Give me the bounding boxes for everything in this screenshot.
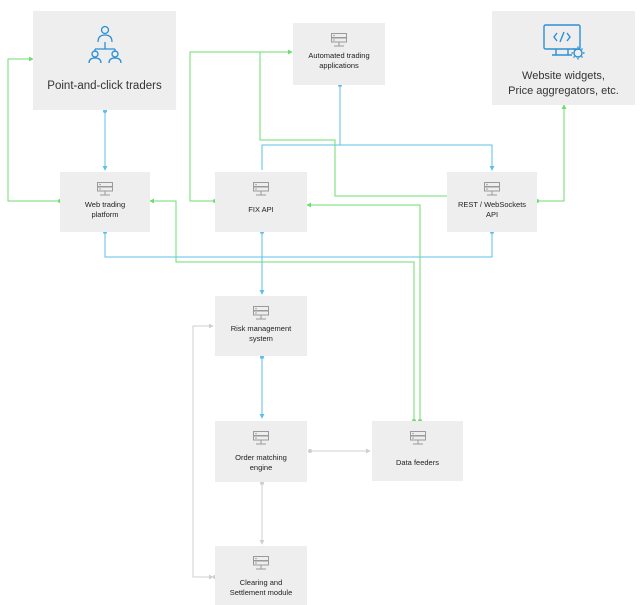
server-icon bbox=[253, 431, 269, 445]
dot-traders bbox=[103, 109, 107, 113]
node-risk: Risk management system bbox=[215, 296, 307, 356]
line-feeders-to-fix bbox=[306, 202, 421, 420]
line-web-to-traders bbox=[7, 56, 60, 202]
node-traders: Point-and-click traders bbox=[33, 11, 176, 110]
node-widgets-label: Website widgets, Price aggregators, etc. bbox=[508, 70, 619, 97]
server-icon bbox=[484, 182, 500, 196]
server-icon bbox=[331, 33, 347, 47]
dot-matching bbox=[260, 481, 264, 485]
server-icon bbox=[253, 306, 269, 320]
dot-risk bbox=[260, 355, 264, 359]
node-widgets: Website widgets, Price aggregators, etc. bbox=[492, 11, 635, 105]
node-automated: Automated trading applications bbox=[293, 23, 385, 85]
node-fix-api: FIX API bbox=[215, 172, 307, 232]
server-icon bbox=[253, 182, 269, 196]
line-rest-to-automated-a bbox=[259, 52, 447, 197]
node-feeders: Data feeders bbox=[372, 421, 463, 481]
node-web-platform: Web trading platform bbox=[60, 172, 150, 232]
server-icon bbox=[253, 556, 269, 570]
line-clearing-to-risk bbox=[192, 323, 215, 578]
node-rest-api: REST / WebSockets API bbox=[447, 172, 537, 232]
node-web-platform-label: Web trading platform bbox=[84, 200, 126, 219]
node-matching-label: Order matching engine bbox=[235, 453, 287, 472]
line-web-rest-to-fix bbox=[104, 232, 493, 258]
monitor-code-icon bbox=[542, 24, 584, 60]
line-fix-to-automated bbox=[189, 49, 293, 202]
node-feeders-label: Data feeders bbox=[396, 458, 439, 467]
node-clearing: Clearing and Settlement module bbox=[215, 546, 307, 605]
server-icon bbox=[97, 182, 113, 196]
users-icon bbox=[87, 25, 122, 63]
node-rest-api-label: REST / WebSockets API bbox=[457, 200, 527, 219]
node-matching: Order matching engine bbox=[215, 421, 307, 482]
line-feeders-to-web bbox=[149, 198, 415, 420]
node-fix-api-label: FIX API bbox=[248, 205, 274, 214]
node-clearing-label: Clearing and Settlement module bbox=[229, 578, 293, 597]
node-traders-label: Point-and-click traders bbox=[47, 80, 162, 92]
dot-matching-right bbox=[308, 449, 312, 453]
line-automated-to-fix-rest bbox=[261, 85, 492, 170]
node-automated-label: Automated trading applications bbox=[308, 51, 370, 70]
server-icon bbox=[409, 431, 426, 445]
node-risk-label: Risk management system bbox=[230, 324, 292, 343]
line-rest-to-widgets bbox=[537, 104, 567, 202]
